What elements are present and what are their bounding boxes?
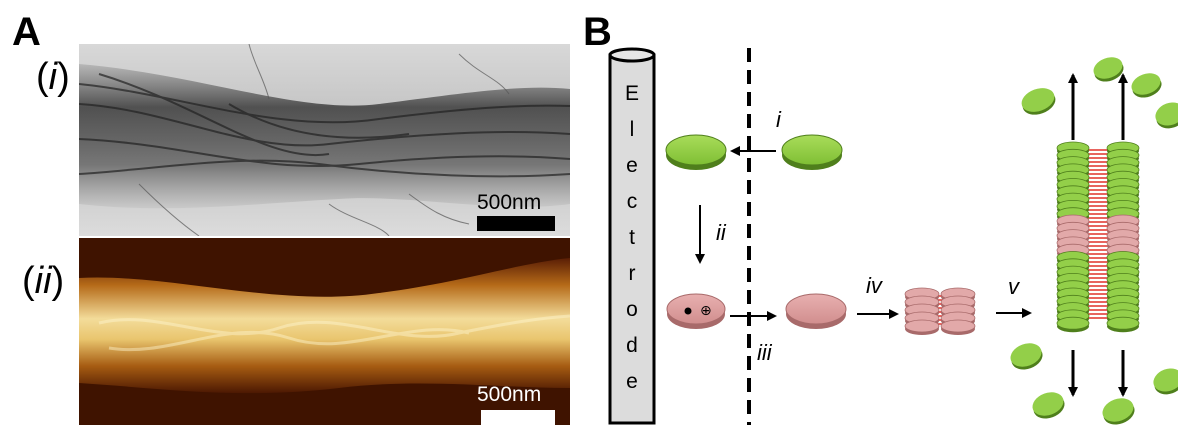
electrode-letter: c [627, 190, 638, 213]
green-disc [1102, 398, 1135, 425]
pink-disc-oxidized [666, 293, 726, 329]
electrode-letter: e [626, 154, 638, 177]
electrode-letter: t [629, 226, 635, 249]
electrode-letter: e [626, 370, 638, 393]
electrode-letter: l [630, 118, 635, 141]
pink-disc [785, 293, 847, 329]
electrode-letter: r [629, 262, 636, 285]
electrode-letter: o [626, 298, 638, 321]
green-disc [1032, 392, 1065, 419]
green-disc [1131, 73, 1162, 98]
panel-b-label: B [583, 10, 612, 54]
electrode-letter: d [626, 334, 638, 357]
panel-a-i-label: (i) [36, 56, 70, 98]
electrode-letter: E [625, 82, 639, 105]
scalebar-ii-text: 500nm [477, 383, 542, 406]
step-v-label: v [1008, 274, 1021, 299]
mechanism-diagram: E l e c t r o d e i ii ⊕ iii iv [608, 47, 1178, 425]
fiber-stack [1056, 141, 1140, 333]
pink-disc [904, 319, 940, 335]
step-iii-label: iii [757, 340, 773, 365]
step-iv-label: iv [866, 273, 884, 298]
green-disc [1153, 368, 1178, 395]
scalebar-i-text: 500nm [477, 191, 542, 214]
cation-icon: ⊕ [700, 303, 712, 319]
panel-a-label: A [12, 10, 41, 54]
panel-a-ii-label: (ii) [22, 260, 65, 302]
pink-disc [940, 319, 976, 335]
scalebar-ii-bar [481, 410, 555, 425]
green-disc [1021, 88, 1056, 115]
green-disc [1155, 102, 1178, 129]
step-ii-label: ii [716, 220, 727, 245]
afm-micrograph: 500nm [79, 238, 570, 425]
green-disc [1056, 316, 1090, 333]
radical-dot [684, 307, 692, 315]
green-disc [1093, 57, 1124, 82]
scalebar-i-bar [477, 216, 555, 231]
green-disc [1106, 316, 1140, 333]
tem-micrograph: 500nm [79, 44, 570, 236]
green-disc [781, 134, 843, 170]
green-disc [665, 134, 727, 170]
electrode [608, 47, 656, 425]
pink-dimer-stack [904, 287, 976, 335]
green-disc [1010, 343, 1043, 370]
step-i-label: i [776, 107, 782, 132]
